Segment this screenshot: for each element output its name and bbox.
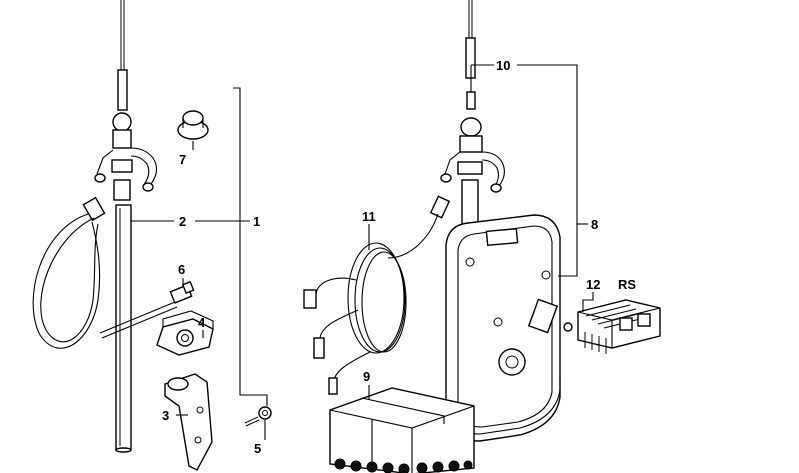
callout-leaders-right bbox=[368, 64, 594, 400]
callout-1: 1 bbox=[253, 214, 260, 229]
packaging-box bbox=[329, 387, 475, 473]
callout-9: 9 bbox=[363, 369, 370, 384]
callout-leaders-left bbox=[131, 87, 268, 440]
box-pattern bbox=[334, 458, 473, 473]
callout-3: 3 bbox=[162, 408, 169, 423]
callout-4: 4 bbox=[198, 315, 206, 330]
screw bbox=[244, 406, 272, 427]
callout-10: 10 bbox=[496, 58, 510, 73]
antenna-cable-left bbox=[32, 196, 106, 349]
callout-7: 7 bbox=[179, 152, 186, 167]
antenna-cable-coil bbox=[303, 195, 451, 395]
callout-2: 2 bbox=[179, 214, 186, 229]
callout-rs: RS bbox=[618, 277, 636, 292]
callout-11: 11 bbox=[362, 209, 376, 224]
antenna-relay bbox=[563, 299, 661, 354]
callout-6: 6 bbox=[178, 262, 185, 277]
callout-12: 12 bbox=[586, 277, 600, 292]
mounting-clamp bbox=[156, 310, 214, 356]
mounting-bracket bbox=[164, 373, 213, 471]
rubber-grommet bbox=[177, 110, 209, 140]
antenna-mast-left bbox=[94, 0, 158, 453]
callout-5: 5 bbox=[254, 441, 261, 456]
antenna-mast-right bbox=[440, 0, 505, 243]
callout-8: 8 bbox=[591, 217, 598, 232]
extension-cable bbox=[99, 280, 195, 339]
